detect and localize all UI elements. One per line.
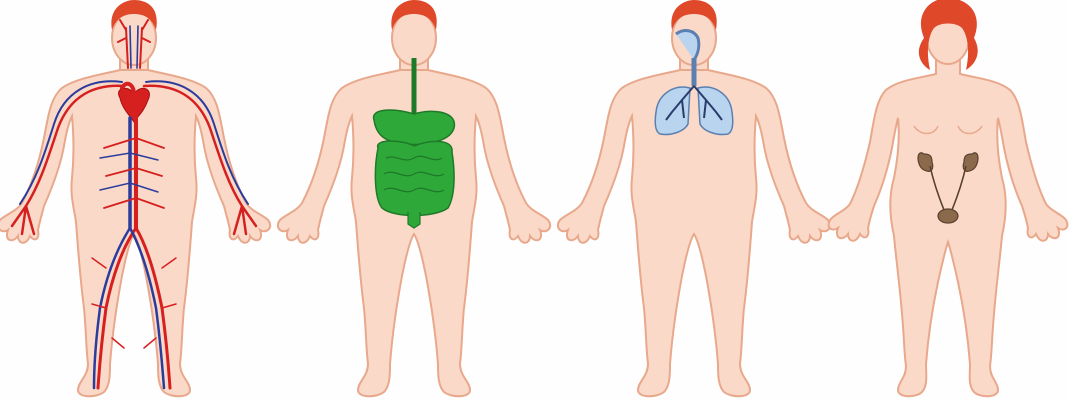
figure-circulatory [0, 0, 270, 396]
figure-respiratory [558, 0, 830, 396]
figure-digestive [278, 0, 550, 396]
figure-urinary [829, 0, 1068, 396]
